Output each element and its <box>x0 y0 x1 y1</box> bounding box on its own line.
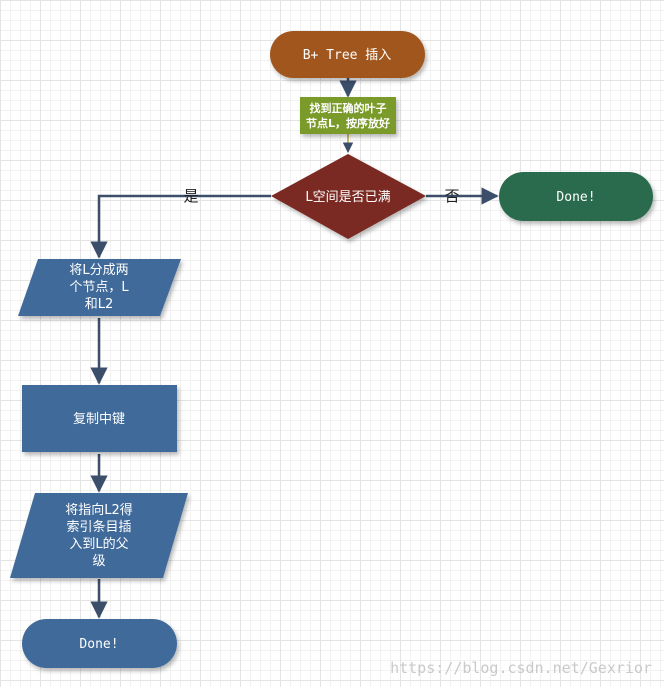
done-bottom-node[interactable]: Done! <box>22 619 177 668</box>
find-leaf-node[interactable]: 找到正确的叶子 节点L，按序放好 <box>300 97 396 134</box>
decision-node[interactable]: L空间是否已满 <box>271 154 426 239</box>
edge-label-yes: 是 <box>183 187 198 205</box>
decision-label: L空间是否已满 <box>305 190 390 205</box>
split-node[interactable]: 将L分成两 个节点，L 和L2 <box>18 259 181 316</box>
edge-decision-yes <box>90 194 271 259</box>
done-right-node[interactable]: Done! <box>499 172 653 221</box>
find-leaf-label-line1: 找到正确的叶子 <box>310 101 387 115</box>
find-leaf-label-line2: 节点L，按序放好 <box>306 116 390 130</box>
start-node[interactable]: B+ Tree 插入 <box>270 31 425 78</box>
copy-key-node[interactable]: 复制中键 <box>22 385 177 452</box>
insert-parent-label-line1: 将指向L2得 <box>65 502 133 518</box>
copy-key-label: 复制中键 <box>73 412 125 427</box>
split-label-line2: 个节点，L <box>69 280 129 295</box>
watermark-text: https://blog.csdn.net/Gexrior <box>390 659 652 677</box>
edge-label-no: 否 <box>444 187 459 205</box>
split-label-line3: 和L2 <box>85 297 114 312</box>
insert-parent-label-line2: 索引条目插 <box>66 519 131 535</box>
insert-parent-label-line3: 入到L的父 <box>69 536 128 552</box>
edges <box>90 78 499 619</box>
insert-parent-node[interactable]: 将指向L2得 索引条目插 入到L的父 级 <box>10 493 188 578</box>
start-node-label: B+ Tree 插入 <box>303 48 392 63</box>
done-right-label: Done! <box>556 190 595 205</box>
insert-parent-label-line4: 级 <box>92 554 105 569</box>
done-bottom-label: Done! <box>79 637 118 652</box>
split-label-line1: 将L分成两 <box>69 263 128 278</box>
